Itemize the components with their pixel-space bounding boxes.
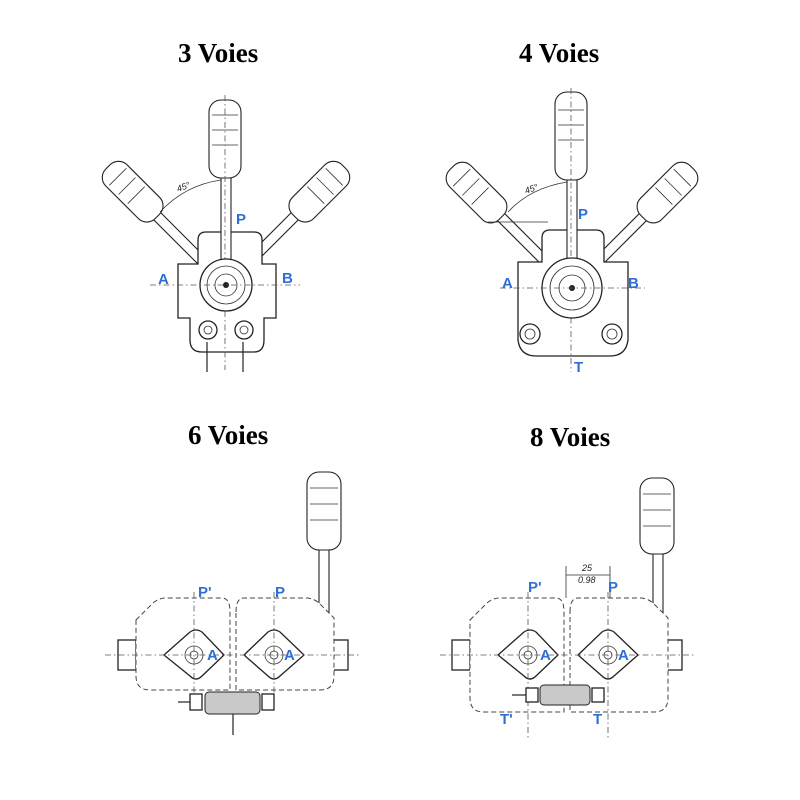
port-a-left-label: A	[540, 647, 551, 664]
title-3-voies: 3 Voies	[178, 38, 259, 68]
port-a-label: A	[502, 275, 513, 292]
valve-4-voies: 45° P A B T	[445, 88, 699, 376]
port-a-right-label: A	[284, 647, 295, 664]
port-t-prime-label: T'	[500, 711, 513, 728]
port-t-label: T	[593, 711, 602, 728]
title-8-voies: 8 Voies	[530, 422, 611, 452]
port-p-label: P	[236, 211, 246, 228]
port-t-label: T	[574, 359, 583, 376]
port-p-prime-label: P'	[198, 584, 212, 601]
dimension-mm-label: 25	[581, 563, 593, 573]
port-a-left-label: A	[207, 647, 218, 664]
port-p-label: P	[608, 579, 618, 596]
title-6-voies: 6 Voies	[188, 420, 269, 450]
port-b-label: B	[282, 270, 293, 287]
valve-8-voies: 25 0.98 P' P A A T' T	[440, 477, 695, 740]
port-a-right-label: A	[618, 647, 629, 664]
port-a-label: A	[158, 271, 169, 288]
valve-3-voies: 45° P A B	[101, 95, 351, 372]
port-p-label: P	[578, 206, 588, 223]
angle-label-4-voies: 45°	[523, 182, 540, 196]
angle-label-3-voies: 45°	[175, 180, 192, 194]
port-p-label: P	[275, 584, 285, 601]
title-4-voies: 4 Voies	[519, 38, 600, 68]
dimension-in-label: 0.98	[578, 575, 596, 585]
port-b-label: B	[628, 275, 639, 292]
port-p-prime-label: P'	[528, 579, 542, 596]
valve-6-voies: P' P A A	[105, 471, 360, 735]
